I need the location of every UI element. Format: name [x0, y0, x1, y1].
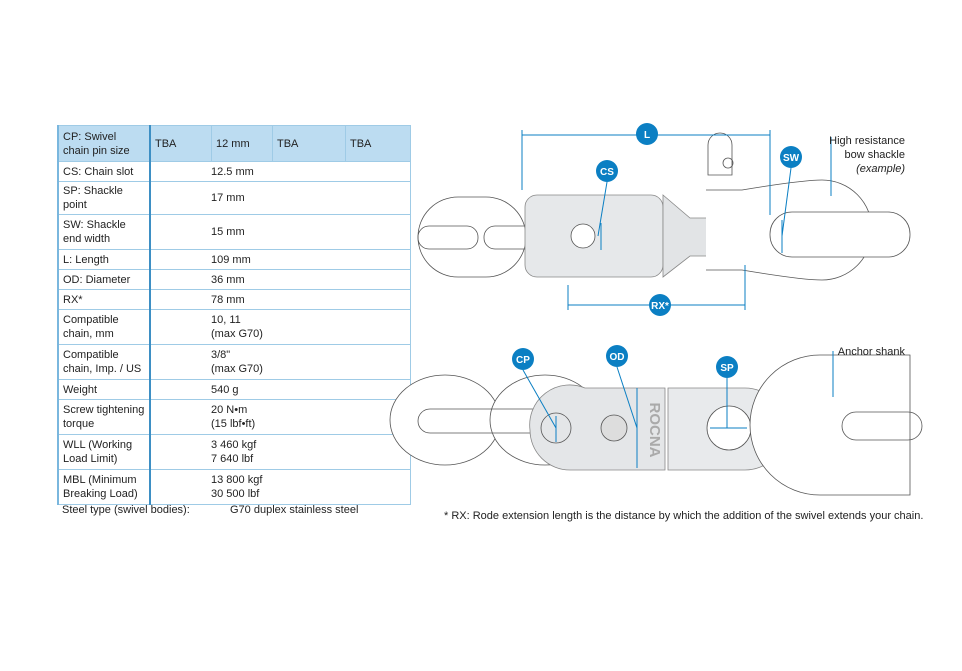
row-label: SP: Shackle point — [57, 181, 151, 215]
badge-label: CS — [600, 167, 614, 178]
row-label: SW: Shackle end width — [57, 214, 151, 250]
steel-value: G70 duplex stainless steel — [230, 504, 359, 516]
row-value: 10, 11(max G70) — [149, 309, 411, 345]
badge-rx — [649, 294, 671, 316]
steel-type: Steel type (swivel bodies): G70 duplex st… — [62, 504, 358, 516]
spec-table: CP: Swivel chain pin size TBA 12 mm TBA … — [57, 125, 411, 505]
row-label: MBL (Minimum Breaking Load) — [57, 469, 151, 505]
shackle-label: High resistance — [829, 135, 905, 147]
badges: L CS SW RX* CP OD SP — [512, 123, 802, 378]
row-label: Compatible chain, mm — [57, 309, 151, 345]
row-label: Compatible chain, Imp. / US — [57, 344, 151, 380]
badge-cs — [596, 160, 618, 182]
row-label: Weight — [57, 379, 151, 400]
header-value: 12 mm — [211, 125, 273, 162]
shackle-label: (example) — [856, 163, 905, 175]
header-value: TBA — [272, 125, 346, 162]
table-row: RX*78 mm — [57, 289, 411, 310]
top-view — [417, 132, 911, 281]
badge-sw — [780, 146, 802, 168]
badge-label: RX* — [651, 301, 669, 312]
badge-label: OD — [610, 352, 625, 363]
badge-label: SP — [720, 363, 734, 374]
row-label: WLL (Working Load Limit) — [57, 434, 151, 470]
badge-od — [606, 345, 628, 367]
badge-label: L — [644, 130, 650, 141]
steel-label: Steel type (swivel bodies): — [62, 504, 190, 516]
brand-logo: ROCNA — [646, 403, 663, 458]
row-value: 15 mm — [149, 214, 411, 250]
shackle-label: bow shackle — [844, 149, 905, 161]
row-label: Screw tightening torque — [57, 399, 151, 435]
badge-cp — [512, 348, 534, 370]
row-value: 17 mm — [149, 181, 411, 215]
header-value: TBA — [149, 125, 212, 162]
table-header-row: CP: Swivel chain pin size TBA 12 mm TBA … — [57, 125, 411, 162]
anchor-shank-label: Anchor shank — [838, 346, 906, 358]
side-view — [389, 354, 923, 496]
row-value: 3/8"(max G70) — [149, 344, 411, 380]
badge-sp — [716, 356, 738, 378]
header-value: TBA — [345, 125, 411, 162]
badge-l — [636, 123, 658, 145]
badge-label: CP — [516, 355, 530, 366]
footnote: * RX: Rode extension length is the dista… — [444, 510, 924, 522]
badge-label: SW — [783, 153, 800, 164]
header-label: CP: Swivel chain pin size — [57, 125, 151, 162]
